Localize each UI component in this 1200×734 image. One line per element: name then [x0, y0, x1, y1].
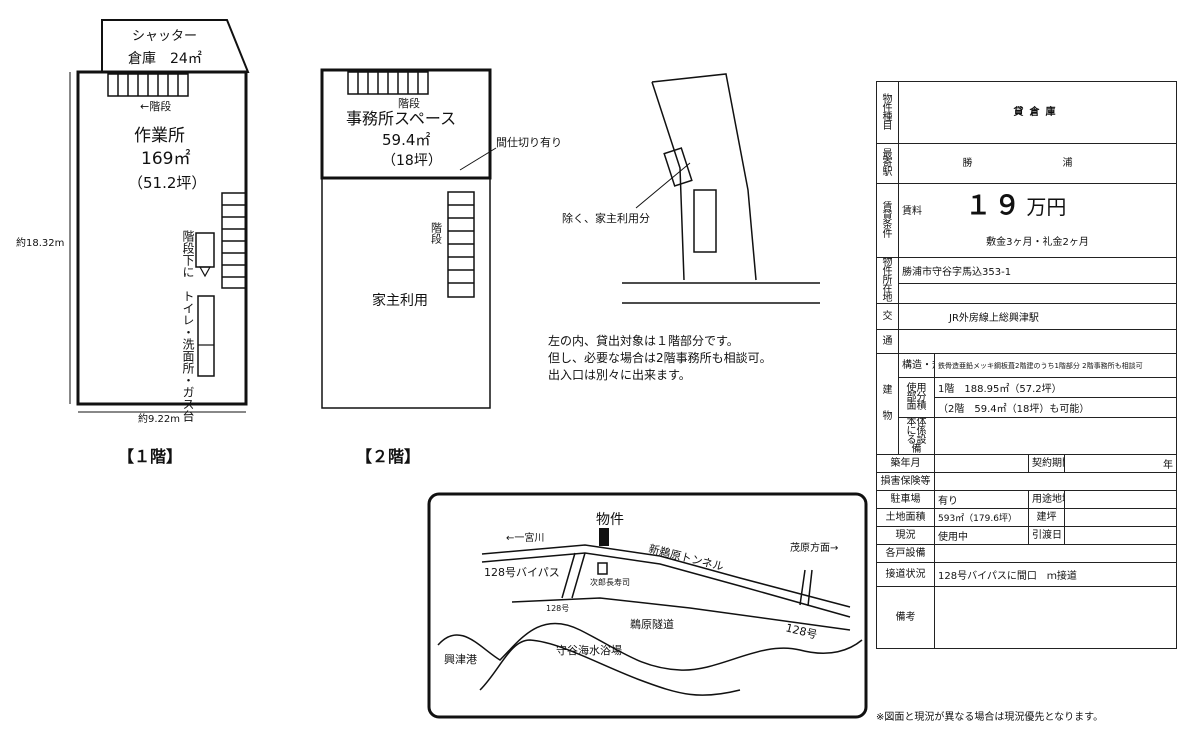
location-map	[437, 544, 863, 696]
partition-label: 間仕切り有り	[496, 135, 562, 149]
map-property-label: 物件	[596, 512, 624, 528]
shutter-label: シャッター	[132, 29, 197, 44]
contract-period-unit: 年	[1064, 454, 1177, 473]
land-area-label: 土地面積	[876, 508, 935, 527]
map-beach-label: 守谷海水浴場	[556, 643, 622, 657]
land-area-value: 593㎡（179.6坪）	[934, 508, 1029, 527]
site-sketch	[622, 73, 820, 304]
floor1-height-dimension: 約18.32m	[16, 236, 64, 249]
building-coverage-label: 建坪	[1028, 508, 1065, 527]
location-label: 物件所在地	[876, 257, 899, 304]
rental-notes: 左の内、貸出対象は１階部分です。 但し、必要な場合は2階事務所も相談可。 出入口…	[548, 333, 772, 384]
insurance-label: 損害保険等	[876, 472, 935, 491]
owner-use-label: 家主利用	[372, 292, 428, 309]
rent-value: １９	[965, 191, 1024, 222]
map-tunnel-label: 新鵜原トンネル	[647, 541, 725, 573]
transport-label-2: 通	[876, 329, 899, 354]
office-tsubo: （18坪）	[382, 153, 442, 169]
floor1-label: 【１階】	[118, 447, 182, 466]
warehouse-label: 倉庫 24㎡	[128, 50, 202, 67]
blank-area	[78, 485, 368, 730]
transport-label-1: 交	[876, 303, 899, 330]
sink-fixture	[197, 295, 215, 377]
road-access-value: 128号バイパスに間口 ｍ接道	[934, 562, 1177, 587]
property-type-label: 物件種目	[876, 81, 899, 144]
map-ichinomiya-label: ←一宮川	[506, 531, 544, 544]
facilities-label: 各戸設備	[876, 544, 935, 563]
floor2-side-stairs-label: 階段	[430, 221, 443, 245]
footer-disclaimer: ※図面と現況が異なる場合は現況優先となります。	[876, 712, 1104, 723]
map-mobara-label: 茂原方面→	[790, 541, 838, 554]
attached-equipment-label: 本体に係る設備	[898, 417, 935, 455]
status-label: 現況	[876, 526, 935, 545]
property-location: 勝浦市守谷字馬込353-1	[898, 257, 1177, 284]
excluded-area-label: 除く、家主利用分	[562, 211, 650, 225]
structure-info: 鉄骨造亜鉛メッキ鋼板葺2階建のうち1階部分 2階事務所も相談可	[934, 353, 1177, 378]
under-stairs-label: 階段下に トイレ・洗面所・ガス台	[181, 229, 195, 422]
nearest-station: 勝 浦	[898, 143, 1177, 184]
parking-value: 有り	[934, 490, 1029, 509]
floor1-tsubo: （51.2坪）	[128, 174, 206, 192]
used-area-label: 使用部分面積	[898, 377, 935, 418]
deposit-terms: 敷金3ヶ月・礼金2ヶ月	[898, 223, 1177, 258]
note-line: 但し、必要な場合は2階事務所も相談可。	[548, 351, 772, 365]
property-title: 貸倉庫	[898, 81, 1177, 144]
floor2-stairs-label: 階段	[398, 96, 420, 110]
floor1-room-label: 作業所	[134, 126, 185, 146]
building-label-2: 物	[882, 411, 893, 422]
map-shop-label: 次郎長寿司	[590, 577, 630, 587]
location-map-frame	[427, 492, 868, 719]
note-line: 出入口は別々に出来ます。	[548, 368, 691, 382]
nearest-station-label: 最寄駅	[876, 143, 899, 184]
floor1-width-dimension: 約9.22m	[138, 412, 180, 425]
rent-terms-label: 賃貸条件	[876, 183, 899, 258]
zoning-label: 用途地域	[1028, 490, 1065, 509]
parking-label: 駐車場	[876, 490, 935, 509]
toilet-fixture	[195, 232, 215, 268]
floor2-label: 【２階】	[356, 447, 420, 466]
used-area-floor2: （2階 59.4㎡（18坪）も可能）	[934, 397, 1177, 418]
floor2-outline	[321, 177, 491, 409]
floor1-area: 169㎡	[141, 149, 190, 169]
status-value: 使用中	[934, 526, 1029, 545]
property-marker-icon	[599, 528, 609, 546]
map-uhara-label: 鵜原隧道	[630, 617, 674, 631]
floor1-stairs-top	[107, 73, 189, 97]
property-info-sheet: 物件種目 貸倉庫 最寄駅 勝 浦 賃貸条件 賃料 １９ 万円 敷金3ヶ月・礼金2…	[876, 81, 1177, 681]
floor2-stairs-side	[447, 191, 475, 298]
transport-info: JR外房線上総興津駅	[898, 303, 1177, 330]
map-route128-a: 128号	[546, 604, 569, 613]
remarks-label: 備考	[876, 586, 935, 649]
office-space-label: 事務所スペース	[346, 109, 456, 128]
note-line: 左の内、貸出対象は１階部分です。	[548, 334, 739, 348]
map-okitsu-label: 興津港	[444, 653, 477, 666]
road-access-label: 接道状況	[876, 562, 935, 587]
structure-label: 構造・規模	[898, 353, 935, 378]
floor1-stairs-side	[221, 192, 247, 289]
map-bypass-label: 128号バイパス	[484, 566, 560, 579]
floor1-stairs-label: ←階段	[140, 99, 171, 113]
rent-label: 賃料	[902, 206, 922, 218]
building-label-1: 建	[882, 385, 893, 396]
office-area: 59.4㎡	[382, 131, 430, 149]
floor2-stairs-top	[347, 71, 429, 95]
handover-label: 引渡日	[1028, 526, 1065, 545]
rent-unit: 万円	[1026, 195, 1067, 220]
used-area-floor1: 1階 188.95㎡（57.2坪）	[934, 377, 1177, 398]
built-date-label: 築年月	[876, 454, 935, 473]
warehouse-outline	[101, 19, 250, 73]
floor1-outline	[76, 70, 248, 406]
contract-period-label: 契約期間	[1028, 454, 1065, 473]
